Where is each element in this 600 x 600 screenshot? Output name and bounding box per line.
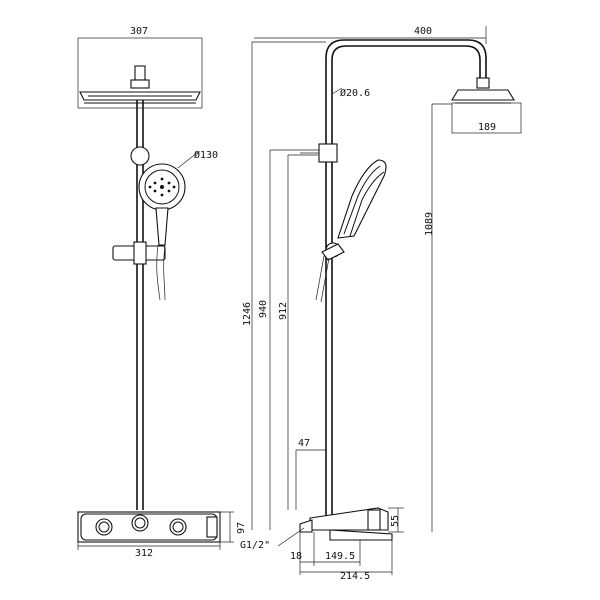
dim-47-label: 47 [298,438,310,449]
dia130-leader [177,151,199,169]
dim-312-label: 312 [135,548,153,559]
dim-149-label: 149.5 [325,551,355,562]
side-rain-head [451,77,515,104]
side-view: 400 189 Ø20.6 1089 1246 940 [240,26,522,582]
side-slide-bracket [321,242,345,261]
thread-label: G1/2" [240,540,270,551]
head-dimension-box [77,37,203,109]
side-handshower [337,159,387,239]
dia130-label: Ø130 [194,149,218,161]
dim-940-label: 940 [258,300,269,318]
side-head-box [451,102,522,134]
dim-1246-label: 1246 [242,302,253,326]
dim-97-label: 97 [236,522,247,534]
dim-400-label: 400 [414,26,432,37]
front-mixer [77,511,221,543]
side-hose [315,255,325,301]
side-shower-arm [325,39,487,518]
front-rain-head [79,65,201,104]
front-handshower [138,163,186,246]
front-view: 307 [77,26,247,559]
side-slider [318,143,338,163]
front-hose [156,244,161,301]
dim-189-label: 189 [478,122,496,133]
front-slider-knob [130,146,150,166]
dim-307-label: 307 [130,26,148,37]
dia20-label: Ø20.6 [340,87,370,99]
dim-55-label: 55 [390,515,401,527]
dim-18-label: 18 [290,551,302,562]
front-slide-bracket [112,241,166,265]
front-riser-pipe [136,100,144,510]
dim-1089-label: 1089 [424,212,435,236]
side-mixer [299,507,393,541]
dim-912-label: 912 [278,302,289,320]
dim-214-label: 214.5 [340,571,370,582]
